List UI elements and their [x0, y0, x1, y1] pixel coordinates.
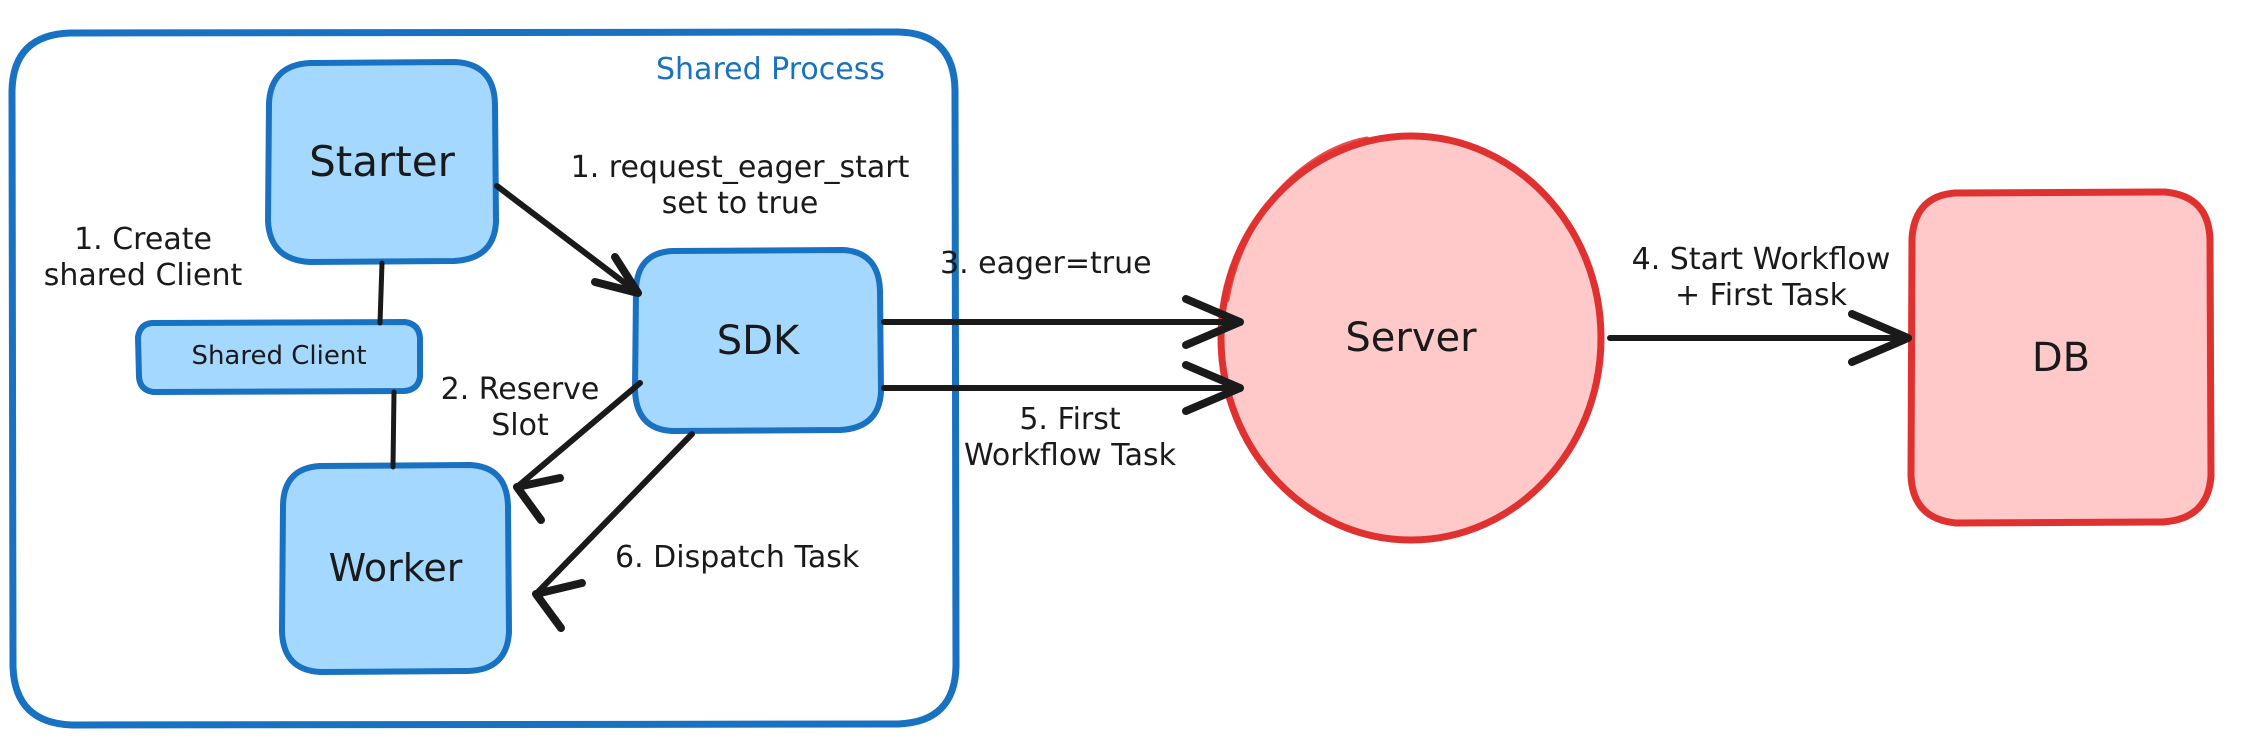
arrowhead-server-sdk-firsttask: [1182, 361, 1244, 415]
node-starter[interactable]: [265, 59, 499, 265]
connector-starter-shared-client: [377, 260, 385, 326]
edge-label-request-eager-start: 1. request_eager_start set to true: [570, 150, 910, 221]
edge-label-start-workflow-first-task: 4. Start Workflow + First Task: [1631, 242, 1891, 313]
connector-sdk-worker-dispatch: [533, 431, 695, 597]
node-shared-client[interactable]: [135, 319, 423, 395]
node-server[interactable]: [1217, 132, 1605, 544]
node-worker[interactable]: [279, 462, 512, 675]
connector-starter-sdk: [494, 183, 641, 296]
connector-sdk-worker-reserve: [514, 380, 643, 490]
arrowhead-sdk-server-eager: [1182, 295, 1244, 349]
connector-shared-client-worker: [390, 389, 397, 470]
edge-label-create-shared-client: 1. Create shared Client: [43, 222, 243, 293]
arrowhead-starter-sdk: [591, 253, 642, 297]
arrowhead-server-db: [1848, 310, 1912, 366]
shared-process-group[interactable]: [8, 28, 960, 729]
shared-process-group-title: Shared Process: [656, 52, 885, 87]
edge-label-first-workflow-task: 5. First Workflow Task: [963, 402, 1177, 473]
arrowhead-sdk-worker-dispatch: [532, 579, 586, 632]
edge-label-eager-true: 3. eager=true: [940, 246, 1152, 281]
node-sdk[interactable]: [632, 247, 884, 434]
arrowhead-sdk-worker-reserve: [513, 474, 564, 524]
node-db[interactable]: [1907, 188, 2215, 527]
edge-label-dispatch-task: 6. Dispatch Task: [615, 540, 860, 575]
edge-label-reserve-slot: 2. Reserve Slot: [440, 372, 600, 443]
node-server-sketch-overstroke: [1224, 136, 1370, 303]
